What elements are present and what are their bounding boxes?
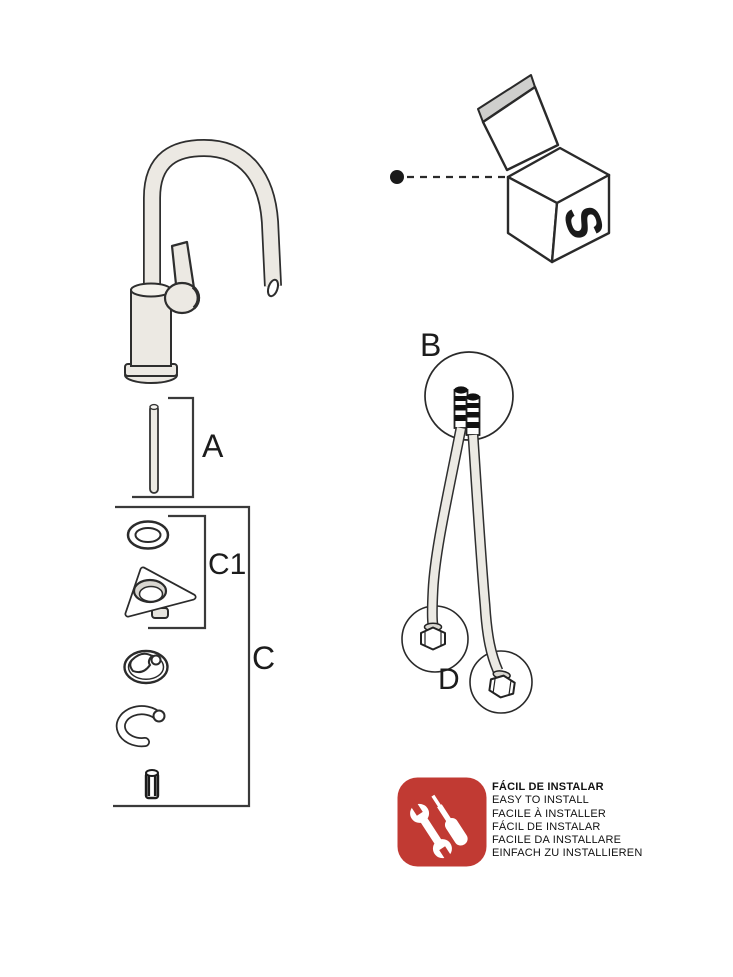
faucet-handle — [163, 240, 201, 315]
open-box — [477, 74, 611, 264]
supply-hoses — [401, 351, 533, 714]
parts-column — [113, 396, 251, 808]
box-lid — [481, 85, 560, 172]
faucet-spout — [143, 138, 282, 308]
left-dot — [390, 170, 404, 184]
flex-hose-left — [426, 426, 467, 627]
box-right-face — [550, 173, 611, 264]
install-line-pt: FÁCIL DE INSTALAR — [492, 820, 601, 833]
label-part-a: A — [202, 428, 224, 464]
faucet-illustration — [124, 138, 282, 384]
threaded-stud — [144, 769, 160, 800]
bracket-c — [113, 505, 251, 808]
label-part-c: C — [252, 640, 276, 676]
install-line-fr: FACILE À INSTALLER — [492, 807, 607, 820]
bracket-a — [132, 396, 195, 499]
hose-connector-left — [453, 386, 469, 429]
install-line-es: FÁCIL DE INSTALAR — [492, 781, 604, 793]
install-line-en: EASY TO INSTALL — [492, 794, 589, 807]
easy-install-text-block: FÁCIL DE INSTALAR EASY TO INSTALL FACILE… — [492, 781, 712, 861]
install-line-de: EINFACH ZU INSTALLIEREN — [492, 847, 643, 860]
bracket-c1 — [148, 514, 207, 630]
wrench-icon — [408, 798, 454, 864]
screwdriver-icon — [431, 794, 468, 846]
hose-connector-right — [465, 393, 481, 436]
horseshoe-clip — [115, 705, 166, 748]
label-part-c1: C1 — [208, 548, 247, 581]
flex-hose-right — [467, 434, 504, 674]
install-line-it: FACILE DA INSTALLARE — [492, 834, 622, 847]
detail-circle-d-right — [469, 650, 533, 714]
triangular-base-gasket — [124, 566, 197, 619]
faucet-base — [124, 282, 178, 384]
hex-nut-left — [420, 622, 446, 651]
easy-install-badge — [397, 777, 487, 867]
part-a-rod — [149, 403, 159, 494]
label-part-d: D — [438, 663, 460, 696]
o-ring-gasket — [126, 520, 170, 550]
packaging-box-illustration — [390, 74, 611, 264]
lock-washer — [123, 649, 169, 685]
hex-nut-right — [488, 670, 516, 699]
label-part-b: B — [420, 327, 442, 363]
